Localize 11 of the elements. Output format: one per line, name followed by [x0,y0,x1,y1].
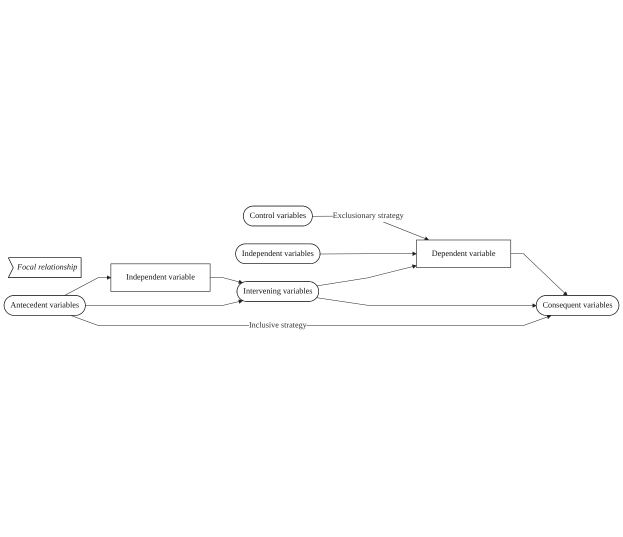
arrow [210,276,243,284]
arrow [316,264,417,286]
node-box: Independent variable [110,263,210,292]
arrow [320,251,417,256]
arrow [85,299,243,306]
arrow [316,297,537,308]
arrow [510,253,568,296]
edge-label: Exclusionary strategy [332,211,404,220]
edge-label: Inclusive strategy [248,320,307,330]
node-box: Dependent variable [416,239,512,268]
arrow [64,275,112,296]
